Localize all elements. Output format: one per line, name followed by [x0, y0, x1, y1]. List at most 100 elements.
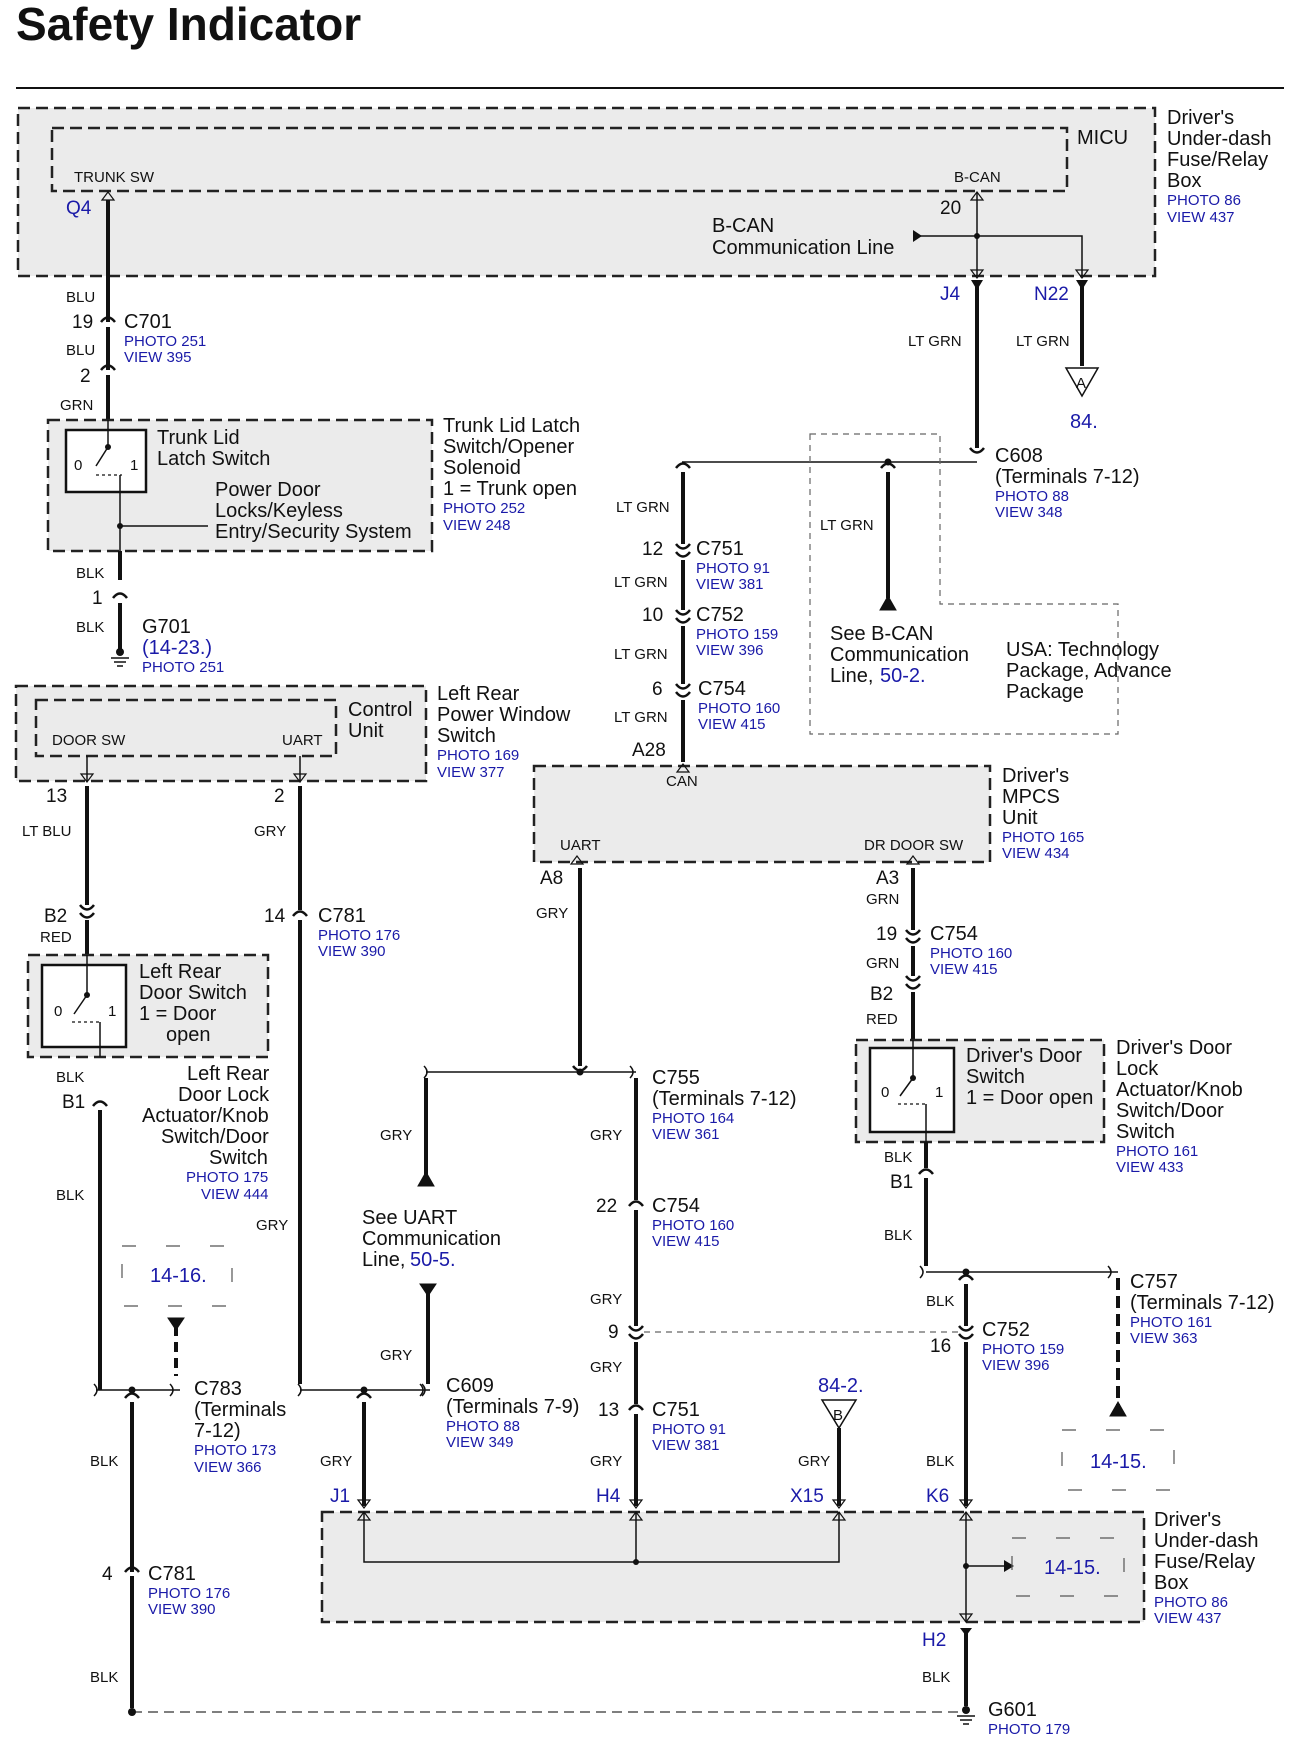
mpcs-pin-a3: A3 [876, 868, 899, 889]
trunk-lid-assembly: 0 1 Trunk Lid Latch Switch Power Door Lo… [46, 418, 434, 580]
micu-fuse-label-4: Box [1167, 170, 1201, 192]
pin-h4: H4 [596, 1486, 621, 1507]
c701-view: VIEW 395 [124, 349, 192, 366]
drv-assembly-5: Switch [1116, 1121, 1175, 1143]
drv-blk-wire [918, 1142, 1127, 1509]
c751-top-view: VIEW 381 [696, 576, 764, 593]
ref-1416[interactable]: 14-16. [150, 1265, 207, 1287]
wire-blk-c783: BLK [90, 1453, 118, 1470]
c752-top-view: VIEW 396 [696, 642, 764, 659]
bcan-terminal: B-CAN [954, 169, 1001, 186]
pin-n22: N22 [1034, 284, 1069, 305]
micu-fuse-label-3: Fuse/Relay [1167, 149, 1268, 171]
wire-lt-blu: LT BLU [22, 823, 71, 840]
c754-top-pin: 6 [652, 679, 663, 700]
usa-note-1: USA: Technology [1006, 639, 1159, 661]
c752-low-pin: 16 [930, 1336, 951, 1357]
c754-top-photo: PHOTO 160 [698, 700, 780, 717]
wire-ltgrn-n22: LT GRN [1016, 333, 1070, 350]
pin-q4: Q4 [66, 198, 92, 219]
g701-photo: PHOTO 251 [142, 659, 224, 676]
driver-door-switch: 0 1 Driver's Door Switch 1 = Door open [854, 1038, 1106, 1144]
mpcs-can: CAN [666, 773, 698, 790]
lt-blu-wire [79, 786, 95, 955]
c783-splice [93, 1383, 180, 1708]
h2-ground-wire [960, 1628, 972, 1706]
g701-link[interactable]: (14-23.) [142, 637, 212, 659]
c754-low-name: C754 [652, 1195, 700, 1217]
wire-blk-drv-2: BLK [884, 1227, 912, 1244]
uart-gry-wire [292, 786, 308, 1384]
drv-pos-0: 0 [881, 1084, 889, 1101]
c751-low-pin: 13 [598, 1400, 619, 1421]
c781-mid-view: VIEW 390 [318, 943, 386, 960]
wire-ltgrn-4: LT GRN [614, 709, 668, 726]
a8-gry-wire [572, 868, 588, 1072]
uart-terminal: UART [282, 732, 323, 749]
c609-splice [297, 1383, 430, 1509]
ltgrn-mpcs-wire [675, 472, 691, 762]
trunk-sw-terminal: TRUNK SW [74, 169, 155, 186]
wire-blk-bottom: BLK [90, 1669, 118, 1686]
drv-assembly-2: Lock [1116, 1058, 1159, 1080]
lr-door-switch-4: open [166, 1024, 211, 1046]
ref-b-letter: B [833, 1407, 843, 1424]
wire-blk-drv-1: BLK [884, 1149, 912, 1166]
mpcs-pin-a28: A28 [632, 740, 666, 761]
wire-gry-c751low: GRY [590, 1453, 622, 1470]
wire-gry-c609: GRY [320, 1453, 352, 1470]
usa-note-3: Package [1006, 681, 1084, 703]
wire-ltgrn-2: LT GRN [614, 574, 668, 591]
c754-right-name: C754 [930, 923, 978, 945]
a3-grn-wire [905, 868, 921, 1040]
control-unit-label-2: Unit [348, 720, 384, 742]
ref-a-link[interactable]: 84. [1070, 411, 1098, 433]
c751-top-name: C751 [696, 538, 744, 560]
c783-name: C783 [194, 1378, 242, 1400]
bottom-box-photo: PHOTO 86 [1154, 1594, 1228, 1611]
lr-door-switch: 0 1 Left Rear Door Switch 1 = Door open [26, 953, 270, 1059]
c751-low-photo: PHOTO 91 [652, 1421, 726, 1438]
c754-top-view: VIEW 415 [698, 716, 766, 733]
ref-b-link[interactable]: 84-2. [818, 1375, 864, 1397]
ref-1416-box [121, 1245, 233, 1307]
trunk-photo: PHOTO 252 [443, 500, 525, 517]
pin-k6: K6 [926, 1486, 949, 1507]
c755-view: VIEW 361 [652, 1126, 720, 1143]
bcan-see-link[interactable]: 50-2. [880, 665, 926, 687]
drv-door-switch-3: 1 = Door open [966, 1087, 1093, 1109]
c751-low-name: C751 [652, 1399, 700, 1421]
c757-view: VIEW 363 [1130, 1330, 1198, 1347]
door-sw-terminal: DOOR SW [52, 732, 126, 749]
micu-view: VIEW 437 [1167, 209, 1235, 226]
mpcs-uart: UART [560, 837, 601, 854]
control-unit-label-1: Control [348, 699, 412, 721]
c752-low-photo: PHOTO 159 [982, 1341, 1064, 1358]
c609-terms: (Terminals 7-9) [446, 1396, 579, 1418]
micu-fuse-label-2: Under-dash [1167, 128, 1272, 150]
lr-assembly-photo: PHOTO 175 [186, 1169, 268, 1186]
pin-j1: J1 [330, 1486, 350, 1507]
wire-blk-lr-2: BLK [56, 1187, 84, 1204]
drv-door-switch-2: Switch [966, 1066, 1025, 1088]
c751-low-view: VIEW 381 [652, 1437, 720, 1454]
trunk-pos-0: 0 [74, 457, 82, 474]
mpcs-view: VIEW 434 [1002, 845, 1070, 862]
c701-name: C701 [124, 311, 172, 333]
ref-1416-wire [167, 1317, 185, 1376]
c781-mid-photo: PHOTO 176 [318, 927, 400, 944]
power-door-label-2: Locks/Keyless [215, 500, 343, 522]
g601-name: G601 [988, 1699, 1037, 1721]
c751-top-pin: 12 [642, 539, 663, 560]
mpcs-label-3: Unit [1002, 807, 1038, 829]
lr-door-switch-1: Left Rear [139, 961, 222, 983]
ref-1415-top[interactable]: 14-15. [1090, 1451, 1147, 1473]
wire-gry-uart-1: GRY [254, 823, 286, 840]
c608-name: C608 [995, 445, 1043, 467]
c754-right-view: VIEW 415 [930, 961, 998, 978]
uart-see-link[interactable]: 50-5. [410, 1249, 456, 1271]
mpcs-label-1: Driver's [1002, 765, 1069, 787]
c754-low-pin: 22 [596, 1196, 617, 1217]
drv-assembly-3: Actuator/Knob [1116, 1079, 1243, 1101]
ref-1415-bottom[interactable]: 14-15. [1044, 1557, 1101, 1579]
